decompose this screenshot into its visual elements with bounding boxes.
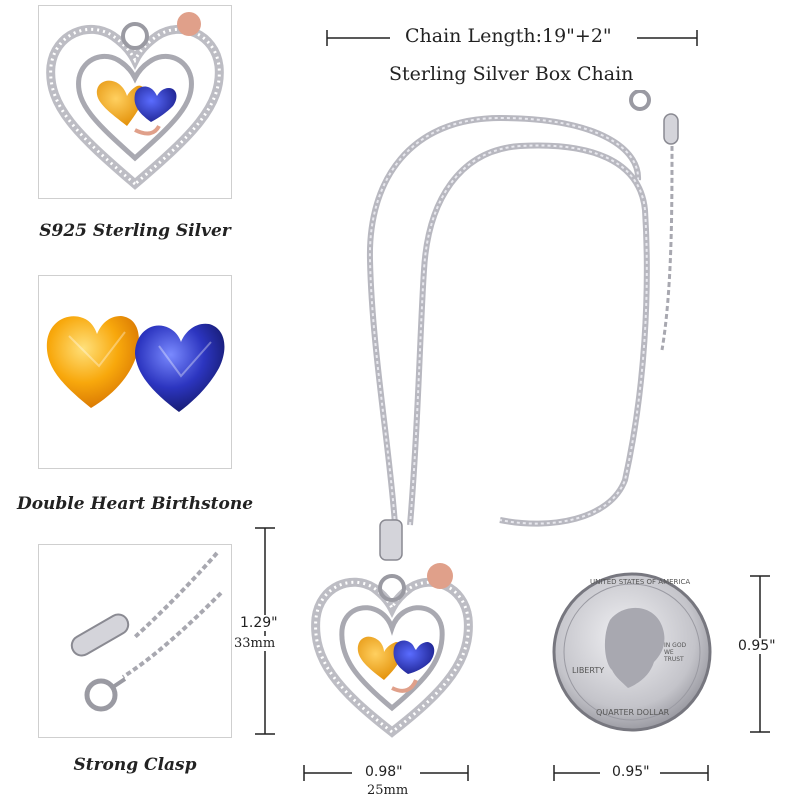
width-dimension-line [303,765,469,781]
heart-pendant-icon [46,12,224,190]
coin-bottom-text: QUARTER DOLLAR [596,708,670,717]
feature-caption-birthstone: Double Heart Birthstone [16,494,254,514]
pendant-width-inches: 0.98" [365,764,403,780]
feature-caption-clasp: Strong Clasp [73,755,197,775]
coin-width-label: 0.95" [612,764,650,780]
spring-ring-clasp-icon [629,90,651,111]
chain-type-label: Sterling Silver Box Chain [389,63,634,85]
birthstone-icon [46,316,225,412]
clasp-icon [70,551,223,712]
quarter-coin-icon [552,572,712,732]
pendant-height-mm: 33mm [232,636,278,651]
necklace-chain [366,90,679,527]
coin-height-label: 0.95" [736,638,778,654]
silver-heart-thumbnail [38,5,232,199]
coin-top-text: UNITED STATES OF AMERICA [590,578,691,586]
pendant-icon [311,519,473,738]
feature-caption-silver: S925 Sterling Silver [39,221,231,241]
coin-motto-left: LIBERTY [572,666,605,675]
chain-length-label: Chain Length:19"+2" [405,25,612,47]
clasp-thumbnail [38,544,232,738]
coin-width-dimension-line [553,765,709,781]
pendant-height-inches: 1.29" [238,615,280,631]
pendant-width-mm: 25mm [367,783,409,798]
chain-length-dimension-line [326,30,698,46]
coin-height-dimension-line [750,575,770,733]
height-dimension-line [255,527,275,735]
coin-motto-right: IN GOD WE TRUST [664,642,687,663]
birthstone-thumbnail [38,275,232,469]
